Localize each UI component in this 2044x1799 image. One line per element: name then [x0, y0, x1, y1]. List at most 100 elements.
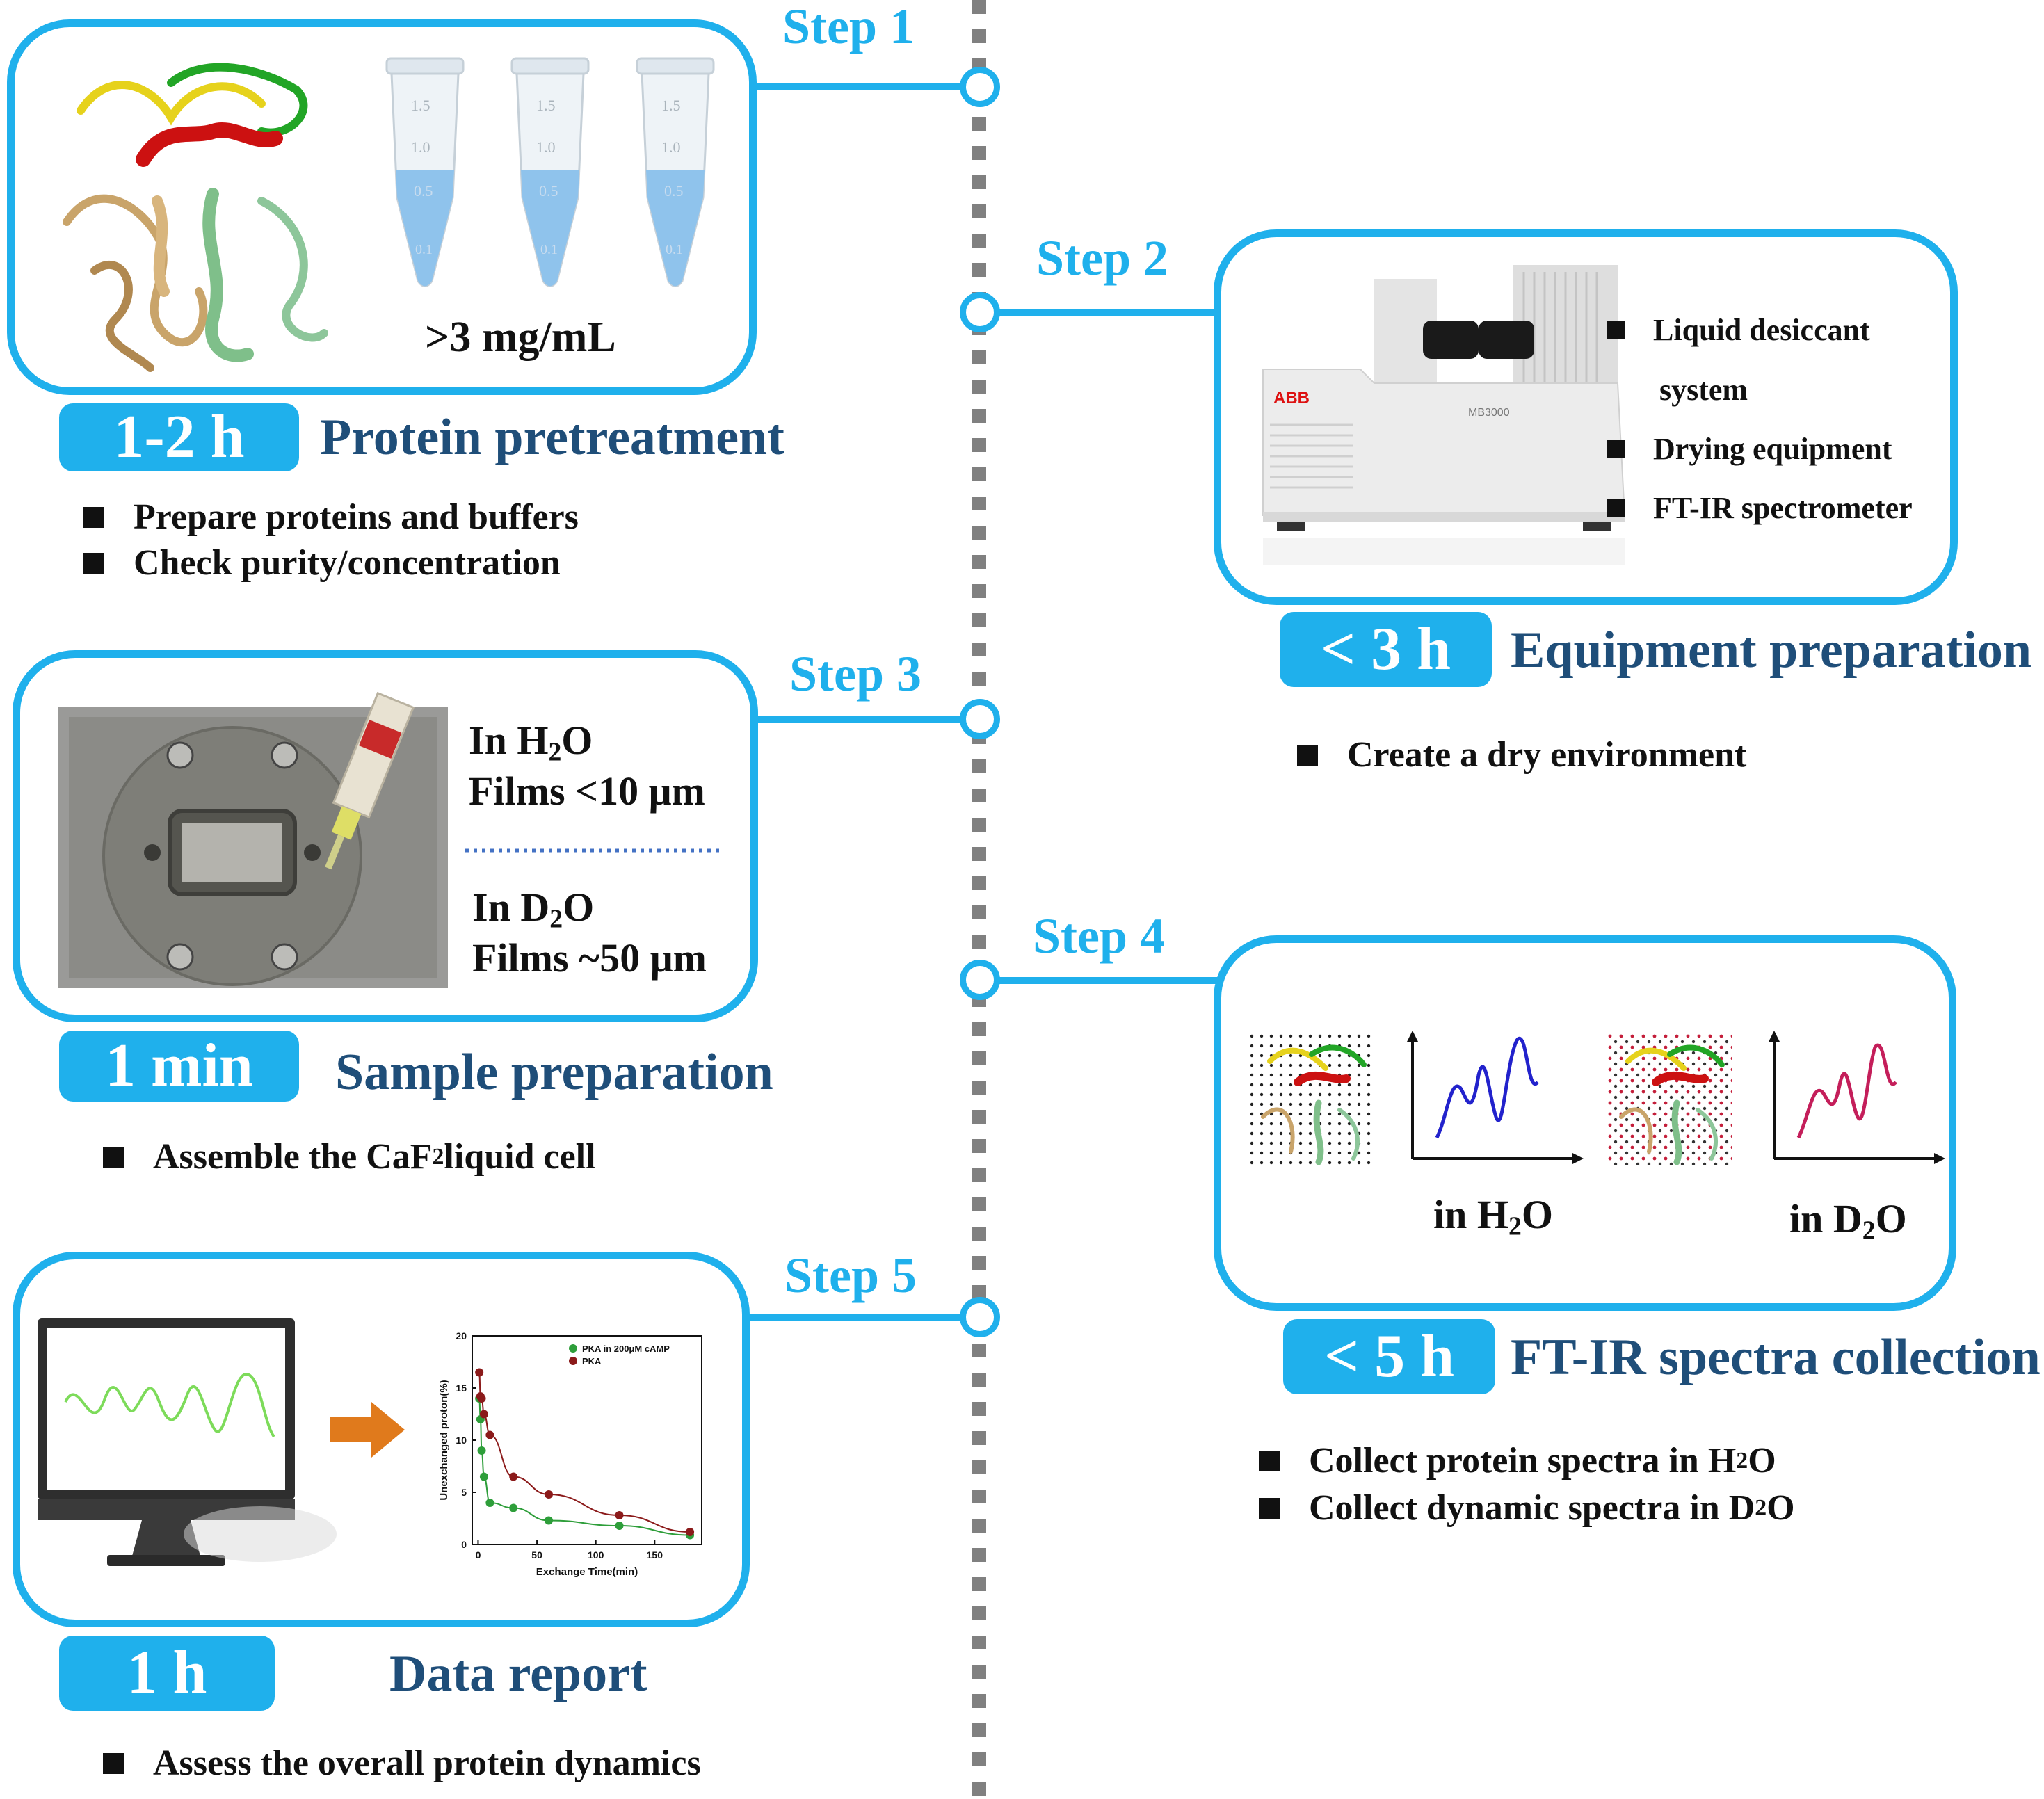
- y-tick-label: 10: [456, 1435, 467, 1446]
- step4-box: in H2O in D2O: [1214, 935, 1956, 1311]
- step3-time-badge: 1 min: [59, 1031, 299, 1102]
- step4-d2o-label: in D2O: [1789, 1196, 1907, 1245]
- d2o-spectrum-plot: [1769, 1031, 1945, 1164]
- data-point-series-1: [615, 1522, 624, 1530]
- tube-mark: 0.1: [666, 242, 683, 257]
- step2-label: Step 2: [1036, 230, 1169, 286]
- bullet-square-icon: [103, 1753, 124, 1774]
- bullet-square-icon: [1607, 440, 1625, 458]
- step2-item: Drying equipment: [1607, 434, 1892, 465]
- step4-h2o-label: in H2O: [1433, 1192, 1553, 1241]
- step2-item: FT-IR spectrometer: [1607, 493, 1913, 524]
- timeline-node-step5: [960, 1297, 1000, 1337]
- bullet-square-icon: [83, 507, 104, 528]
- step4-label: Step 4: [1033, 908, 1166, 964]
- step2-title: Equipment preparation: [1511, 622, 2032, 679]
- timeline-node-step1: [960, 67, 1000, 107]
- legend-label-2: PKA: [582, 1356, 602, 1366]
- data-point-series-1: [479, 1472, 488, 1481]
- step4-time-badge: < 5 h: [1283, 1319, 1495, 1394]
- step1-bullet: Check purity/concentration: [83, 545, 561, 581]
- step3-box: In H2O Films <10 μm In D2O Films ~50 μm: [13, 650, 758, 1022]
- data-point-series-1: [477, 1446, 486, 1455]
- step1-time-badge: 1-2 h: [59, 403, 299, 471]
- y-tick-label: 15: [456, 1382, 467, 1394]
- tube-mark: 0.1: [540, 242, 558, 257]
- step2-bullet: Create a dry environment: [1297, 737, 1746, 773]
- dotted-divider: [465, 848, 723, 853]
- data-point-series-2: [615, 1511, 624, 1519]
- step5-label: Step 5: [784, 1248, 917, 1303]
- tube-icon: [636, 57, 715, 287]
- tube-mark: 1.5: [411, 97, 430, 114]
- ftir-spectrometer-image: [1262, 265, 1626, 565]
- connector-step3: [755, 716, 963, 723]
- data-point-series-2: [509, 1472, 518, 1481]
- y-tick-label: 0: [461, 1539, 467, 1550]
- monitor-icon: [38, 1318, 337, 1566]
- step1-box: 1.5 1.0 0.5 0.1 1.5 1.0 0.5 0.1 1.5 1.0 …: [7, 19, 757, 395]
- step2-time-badge: < 3 h: [1280, 612, 1492, 687]
- bullet-square-icon: [1259, 1451, 1280, 1471]
- bullet-square-icon: [1259, 1498, 1280, 1519]
- tube-mark: 0.5: [664, 182, 684, 200]
- data-point-series-1: [545, 1516, 553, 1525]
- connector-step5: [744, 1314, 963, 1321]
- data-point-series-1: [509, 1503, 518, 1512]
- protein-structure-image: [63, 63, 328, 372]
- timeline-node-step4: [960, 960, 1000, 1000]
- bullet-square-icon: [103, 1147, 124, 1168]
- legend-marker-2: [569, 1357, 577, 1365]
- connector-step1: [750, 83, 965, 90]
- y-tick-label: 20: [456, 1330, 467, 1341]
- data-point-series-2: [485, 1430, 494, 1439]
- step4-title: FT-IR spectra collection: [1511, 1329, 2041, 1386]
- x-tick-label: 0: [476, 1549, 481, 1560]
- data-point-series-2: [479, 1410, 488, 1419]
- caf2-liquid-cell-photo: [58, 691, 448, 988]
- step1-bullet: Prepare proteins and buffers: [83, 499, 579, 535]
- protein-in-d2o-image: [1607, 1033, 1732, 1165]
- step3-d2o-films: Films ~50 μm: [472, 935, 707, 981]
- plot-frame: [472, 1335, 702, 1545]
- step5-time-badge: 1 h: [59, 1636, 275, 1711]
- bullet-square-icon: [1607, 499, 1625, 517]
- tube-mark: 1.0: [536, 138, 556, 156]
- step1-title: Protein pretreatment: [320, 409, 784, 466]
- y-tick-label: 5: [461, 1487, 467, 1498]
- connector-step4: [981, 977, 1221, 984]
- step3-d2o-label: In D2O: [472, 885, 595, 934]
- data-point-series-2: [545, 1490, 553, 1499]
- x-tick-label: 50: [531, 1549, 542, 1560]
- step5-bullet: Assess the overall protein dynamics: [103, 1745, 701, 1782]
- bullet-square-icon: [83, 553, 104, 574]
- tube-mark: 1.5: [661, 97, 681, 114]
- tube-mark: 0.5: [539, 182, 558, 200]
- step1-label: Step 1: [782, 0, 915, 54]
- step3-label: Step 3: [789, 646, 922, 702]
- step2-box: ABB MB3000 Liquid desiccant system Dryin…: [1214, 229, 1958, 605]
- instrument-brand-logo: ABB: [1273, 389, 1310, 408]
- data-point-series-1: [485, 1499, 494, 1507]
- h2o-spectrum-plot: [1407, 1031, 1584, 1164]
- x-axis-label: Exchange Time(min): [536, 1566, 638, 1578]
- fit-curve-1: [478, 1398, 691, 1536]
- bullet-square-icon: [1607, 321, 1625, 339]
- data-point-series-2: [475, 1368, 484, 1377]
- x-tick-label: 100: [588, 1549, 604, 1560]
- tube-mark: 0.5: [414, 182, 433, 200]
- x-tick-label: 150: [647, 1549, 663, 1560]
- timeline-node-step3: [960, 699, 1000, 739]
- instrument-model-label: MB3000: [1468, 407, 1510, 419]
- step3-h2o-label: In H2O: [469, 718, 593, 767]
- tube-icon: [510, 57, 590, 287]
- legend-label-1: PKA in 200μM cAMP: [582, 1344, 670, 1354]
- legend-marker-1: [569, 1344, 577, 1353]
- step2-item-cont: system: [1659, 373, 1748, 407]
- tube-mark: 1.0: [661, 138, 681, 156]
